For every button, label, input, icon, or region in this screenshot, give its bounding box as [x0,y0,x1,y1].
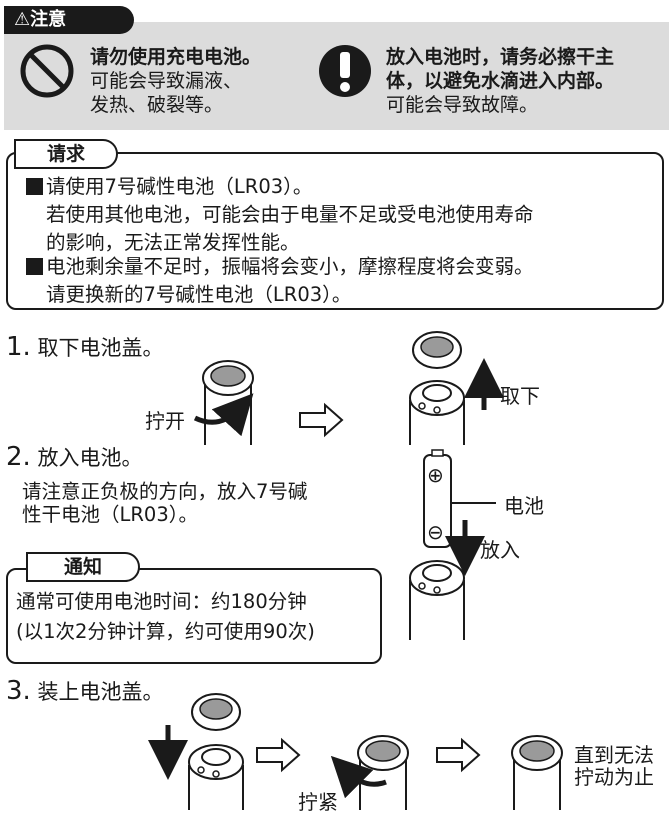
request-line-3: 的影响，无法正常发挥性能。 [46,231,300,254]
notice-line-1: 通常可使用电池时间：约180分钟 [16,590,307,613]
cap-removed-illustration [409,331,465,445]
step-3-title: 3. 装上电池盖。 [6,676,164,706]
step-2-text-1: 请注意正负极的方向，放入7号碱 [22,480,308,503]
battery-label: 电池 [504,494,544,518]
exclamation-icon [319,45,371,97]
cap-above-device-illustration [188,693,244,810]
hollow-right-arrow-icon [256,737,301,773]
hollow-right-arrow-icon [299,402,344,438]
notice-tab: 通知 [26,552,140,582]
device-tightening-illustration [357,735,409,810]
caution-right-bold-2: 体，以避免水滴进入内部。 [386,70,615,92]
device-closed-illustration [511,735,563,810]
step-2-text-2: 性干电池（LR03）。 [22,503,198,526]
request-box [6,152,664,310]
notice-line-2: (以1次2分钟计算，约可使用90次) [16,620,315,643]
prohibition-icon [20,44,74,98]
twist-open-arrow-icon [193,393,254,437]
device-open-illustration [409,560,465,640]
tighten-arrow-icon [330,755,387,799]
hollow-right-arrow-icon [436,737,481,773]
tighten-label: 拧紧 [298,790,338,814]
caution-right-bold-1: 放入电池时，请务必擦干主 [386,46,615,68]
request-line-5: 请更换新的7号碱性电池（LR03）。 [46,283,352,306]
remove-label: 取下 [500,384,540,408]
until-end-label-2: 拧动为止 [574,765,654,789]
step-1-title: 1. 取下电池盖。 [6,332,164,362]
bullet-square [26,258,43,275]
request-text-4: 电池剩余量不足时，振幅将会变小，摩擦程度将会变弱。 [46,255,534,278]
battery-illustration [423,449,452,548]
caution-left-line-2: 发热、破裂等。 [90,94,224,116]
request-line-2: 若使用其他电池，可能会由于电量不足或受电池使用寿命 [46,203,534,226]
caution-left-bold: 请勿使用充电电池。 [90,46,262,68]
step-2-title: 2. 放入电池。 [6,442,143,472]
request-line-4: 电池剩余量不足时，振幅将会变小，摩擦程度将会变弱。 [26,253,534,281]
battery-minus-icon: ⊖ [427,520,444,544]
twist-open-label: 拧开 [145,409,185,433]
request-text-1: 请使用7号碱性电池（LR03）。 [46,175,313,198]
caution-right-line: 可能会导致故障。 [386,94,539,116]
request-line-1: 请使用7号碱性电池（LR03）。 [26,173,312,201]
request-tab: 请求 [14,139,118,169]
caution-tab: ⚠注意 [4,6,134,34]
until-end-label-1: 直到无法 [574,743,654,767]
bullet-square [26,178,43,195]
insert-label: 放入 [480,538,520,562]
notice-box [6,568,382,664]
device-with-cap-illustration [202,360,254,445]
caution-left-line-1: 可能会导致漏液、 [90,70,243,92]
battery-plus-icon: ⊕ [427,463,444,487]
